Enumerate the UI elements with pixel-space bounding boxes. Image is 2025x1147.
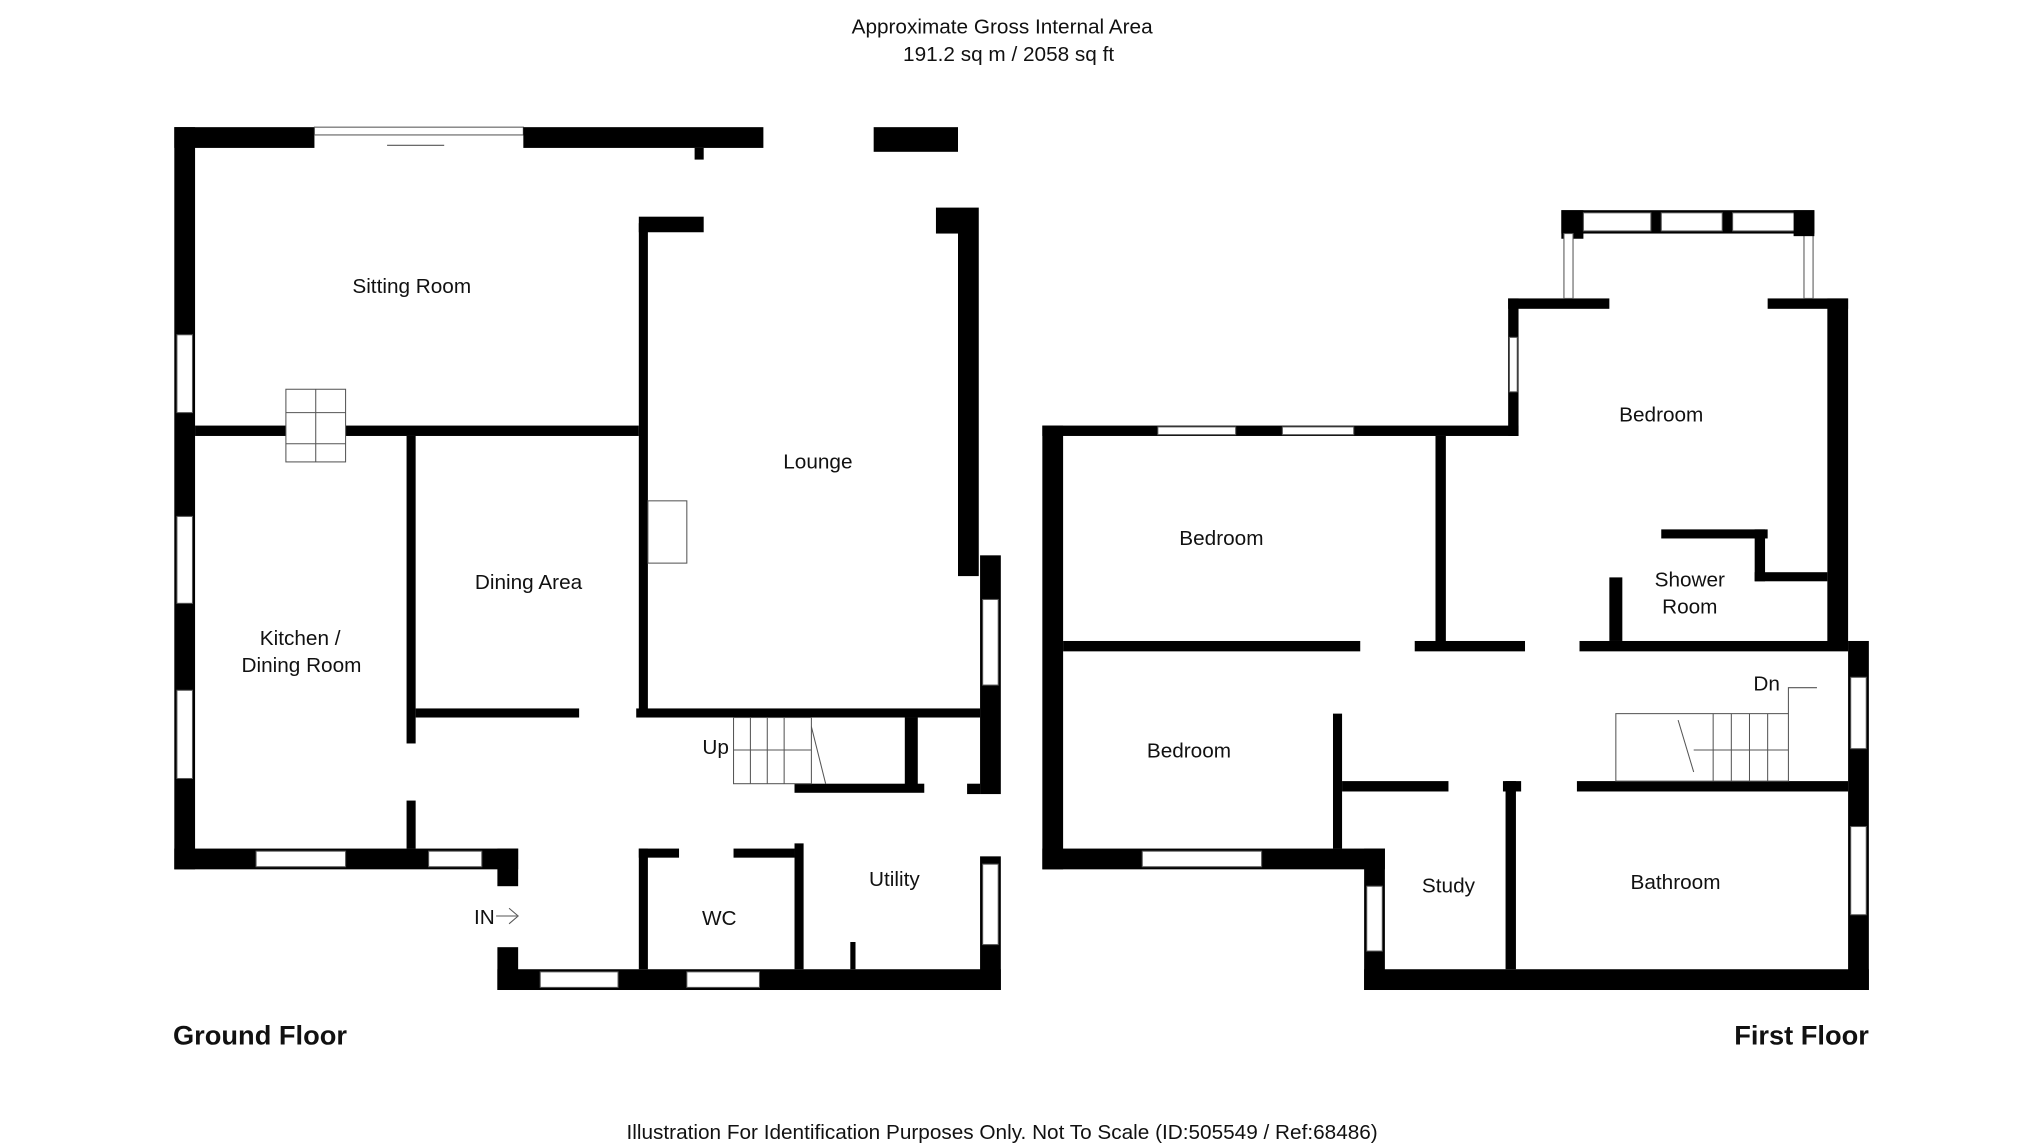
area-value: 191.2 sq m / 2058 sq ft bbox=[903, 43, 1114, 66]
first-floor-plan bbox=[1042, 210, 1869, 991]
room-wc: WC bbox=[702, 907, 737, 930]
room-utility: Utility bbox=[869, 868, 920, 891]
ground-staircase bbox=[733, 717, 827, 785]
area-title: Approximate Gross Internal Area bbox=[852, 16, 1153, 39]
ground-floor-plan bbox=[174, 126, 1001, 991]
entrance-arrow-icon bbox=[496, 907, 519, 925]
room-bathroom: Bathroom bbox=[1631, 871, 1721, 894]
disclaimer: Illustration For Identification Purposes… bbox=[627, 1121, 1378, 1144]
room-sitting-room: Sitting Room bbox=[352, 275, 471, 298]
room-lounge: Lounge bbox=[783, 450, 852, 473]
first-staircase bbox=[1615, 687, 1817, 782]
first-floor-label: First Floor bbox=[1734, 1019, 1869, 1050]
entrance-label: IN bbox=[474, 906, 495, 929]
stairs-down-label: Dn bbox=[1753, 672, 1780, 695]
room-shower-line2: Room bbox=[1662, 596, 1717, 619]
room-bedroom-3: Bedroom bbox=[1147, 740, 1231, 763]
ground-floor-label: Ground Floor bbox=[173, 1019, 347, 1050]
room-shower-line1: Shower bbox=[1655, 568, 1725, 591]
stairs-up-label: Up bbox=[702, 736, 729, 759]
room-dining-area: Dining Area bbox=[475, 571, 583, 594]
room-bedroom-2: Bedroom bbox=[1179, 527, 1263, 550]
room-study: Study bbox=[1422, 875, 1476, 898]
room-kitchen-line2: Dining Room bbox=[241, 654, 361, 677]
room-kitchen-line1: Kitchen / bbox=[260, 627, 341, 650]
room-bedroom-1: Bedroom bbox=[1619, 404, 1703, 427]
